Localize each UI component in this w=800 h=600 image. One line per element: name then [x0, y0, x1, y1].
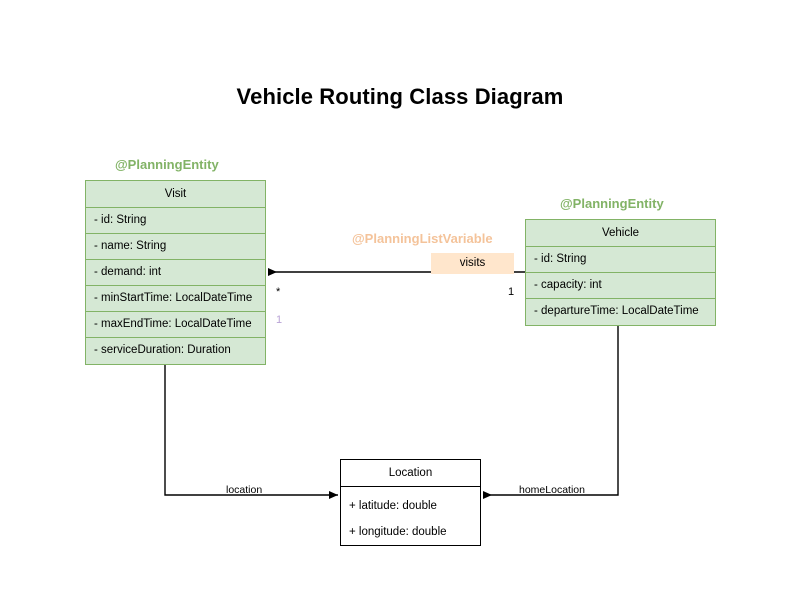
annotation-planning-entity-visit: @PlanningEntity: [115, 157, 219, 172]
edge-label-visits: visits: [431, 253, 514, 274]
uml-attribute: - id: String: [526, 247, 715, 273]
connector-vehicle-home-location: [483, 324, 619, 499]
uml-class-visit[interactable]: Visit - id: String - name: String - dema…: [85, 180, 266, 365]
annotation-planning-list-variable: @PlanningListVariable: [352, 231, 493, 246]
uml-attribute: - name: String: [86, 234, 265, 260]
uml-attribute: - capacity: int: [526, 273, 715, 299]
uml-class-name-visit: Visit: [86, 181, 265, 208]
uml-attribute: - serviceDuration: Duration: [94, 344, 231, 356]
uml-attribute: - minStartTime: LocalDateTime: [86, 286, 265, 312]
uml-class-name-vehicle: Vehicle: [526, 220, 715, 247]
multiplicity-visit-side: *: [276, 286, 281, 298]
uml-class-vehicle[interactable]: Vehicle - id: String - capacity: int - d…: [525, 219, 716, 326]
edge-label-home-location: homeLocation: [519, 484, 585, 496]
uml-attribute: - departureTime: LocalDateTime: [534, 305, 699, 317]
uml-attribute: - demand: int: [86, 260, 265, 286]
uml-attribute: - maxEndTime: LocalDateTime: [86, 312, 265, 338]
annotation-planning-entity-vehicle: @PlanningEntity: [560, 196, 664, 211]
multiplicity-vehicle-side: 1: [508, 286, 515, 298]
edge-label-location: location: [226, 484, 263, 496]
uml-attribute: + latitude: double: [349, 500, 437, 512]
uml-class-name-location: Location: [341, 460, 480, 487]
uml-attribute: + longitude: double: [349, 526, 447, 538]
page-title: Vehicle Routing Class Diagram: [236, 84, 564, 109]
multiplicity-visit-location-side: 1: [276, 314, 283, 326]
uml-class-location[interactable]: Location + latitude: double + longitude:…: [340, 459, 481, 546]
connector-visit-location: [164, 363, 338, 499]
uml-attribute: - id: String: [86, 208, 265, 234]
